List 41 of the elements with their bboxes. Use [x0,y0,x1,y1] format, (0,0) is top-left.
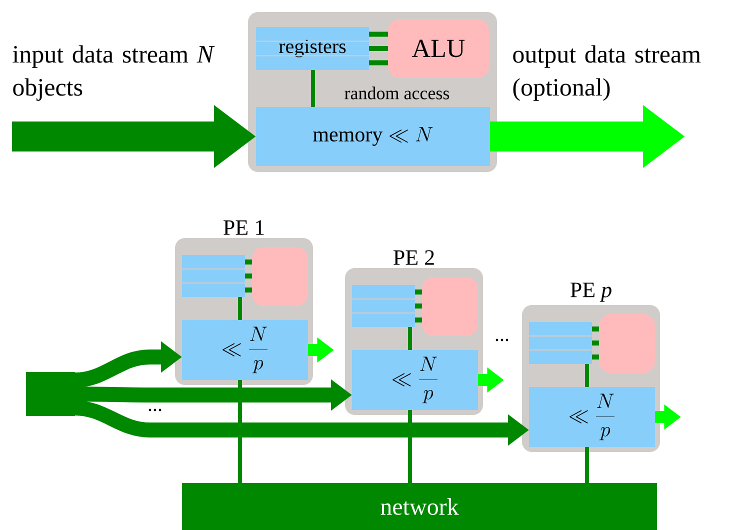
connector-line [245,274,252,278]
alu-box [252,247,308,306]
connector-line [245,260,252,264]
connector-line [585,364,589,387]
register-block [529,322,592,364]
register-block [182,255,245,297]
alu-box: ALU [388,19,489,78]
connector-line [238,297,242,320]
connector-line [408,410,412,483]
stream-source-bar [26,372,75,416]
connector-line [369,46,388,51]
memory-box: $\ll \frac{N}{p}$ [529,387,655,447]
connector-line [415,318,422,322]
memory-box: $\mathrm{memory} \ll N$ [256,107,490,166]
connector-line [369,60,388,66]
stream-label: input data stream N objects [12,45,215,101]
register-block: registers [256,27,369,70]
connector-line [415,304,422,308]
alu-box [599,314,655,373]
network-bar: network [182,483,657,530]
connector-line [311,70,315,107]
memory-box: $\ll \frac{N}{p}$ [352,350,478,410]
node-label: PE p [570,282,612,302]
node-label: PE 1 [224,220,264,235]
connector-line [415,290,422,294]
register-block [352,285,415,327]
connector-line [592,340,599,346]
connector-line [408,327,412,350]
ellipsis: ... [496,338,508,342]
ellipsis: ... [148,408,162,412]
node-label: PE 2 [394,250,434,265]
connector-line [238,380,242,483]
connector-line [592,326,599,332]
connector-line [592,354,599,360]
connector-line [245,288,252,292]
connector-line [369,32,388,37]
alu-box [422,277,478,336]
edge-label: random access [343,86,451,100]
stream-label: output data stream (optional) [513,45,701,101]
connector-line [585,447,589,483]
memory-box: $\ll \frac{N}{p}$ [182,320,308,380]
